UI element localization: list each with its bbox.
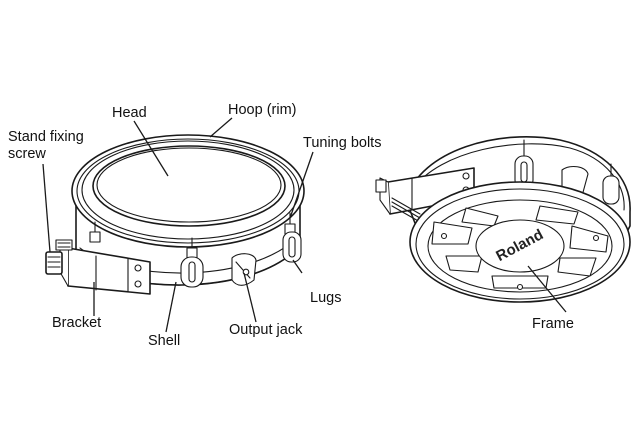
bracket [59,241,151,295]
lug [180,256,204,288]
lug [282,231,302,263]
frame-hub [475,219,565,273]
left-drum-pad [45,134,305,295]
labels: Head Hoop (rim) Stand fixing screw Tunin… [8,102,574,349]
lug [602,163,620,205]
label-tuning-bolts: Tuning bolts [303,135,381,151]
leader-line-frame [527,265,567,313]
output-jack [231,253,257,286]
label-shell: Shell [148,333,180,349]
head [92,145,286,227]
tuning-bolt [89,221,101,243]
label-output-jack: Output jack [229,322,303,338]
label-bracket: Bracket [52,315,101,331]
leader-lines-left [42,117,314,333]
stand-fixing-screw [391,197,421,223]
label-head: Head [112,105,147,121]
label-hoop-rim: Hoop (rim) [228,102,296,118]
label-stand-fixing-screw-line2: screw [8,146,46,162]
lug [514,139,534,189]
stand-fixing-screw [45,239,73,275]
right-drum-pad: Roland [375,136,631,303]
label-stand-fixing-screw-line1: Stand fixing [8,129,84,145]
label-lugs: Lugs [310,290,341,306]
label-frame: Frame [532,316,574,332]
